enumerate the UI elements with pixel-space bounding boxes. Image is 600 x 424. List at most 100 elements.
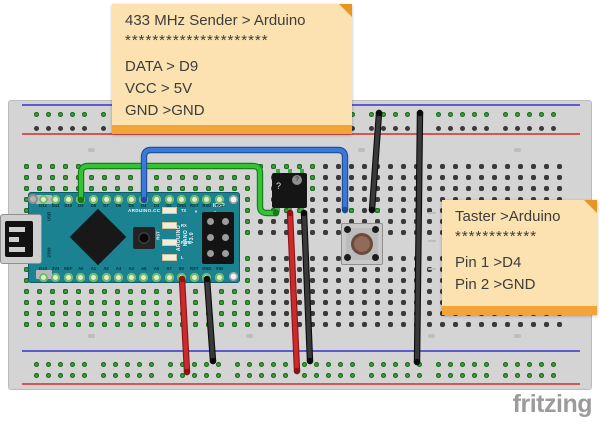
breadboard-hole: [180, 362, 185, 367]
breadboard-hole: [393, 112, 398, 117]
mystery-part-icon: ?: [292, 175, 302, 185]
breadboard-hole: [89, 311, 94, 316]
breadboard-hole: [284, 311, 289, 316]
breadboard-hole: [381, 126, 386, 131]
nano-pin-label: D13: [39, 266, 47, 271]
breadboard-hole: [24, 289, 29, 294]
nano-pin-label: D6: [115, 203, 122, 208]
board-mark: [358, 148, 365, 152]
board-mark: [88, 334, 95, 338]
breadboard-hole: [297, 219, 302, 224]
breadboard-hole: [381, 373, 386, 378]
breadboard-hole: [141, 186, 146, 191]
nano-pin-pad: [38, 272, 48, 282]
breadboard-hole: [24, 164, 29, 169]
breadboard-hole: [518, 164, 523, 169]
breadboard-hole: [232, 322, 237, 327]
nano-led: [162, 207, 177, 214]
breadboard-hole: [349, 289, 354, 294]
breadboard-hole: [388, 230, 393, 235]
breadboard-hole: [50, 322, 55, 327]
breadboard-hole: [128, 300, 133, 305]
nano-pin-label: D11: [51, 203, 60, 208]
breadboard-hole: [460, 362, 465, 367]
nano-pin-pad: [88, 272, 98, 282]
nano-led-label: L: [181, 255, 184, 260]
breadboard-hole: [82, 112, 87, 117]
rf433-sender-module[interactable]: ? ?: [272, 173, 307, 208]
note-433-sender[interactable]: 433 MHz Sender > Arduino ***************…: [112, 4, 352, 134]
breadboard-hole: [472, 112, 477, 117]
breadboard-hole: [388, 311, 393, 316]
breadboard-hole: [284, 267, 289, 272]
breadboard-hole: [259, 373, 264, 378]
breadboard-hole: [258, 230, 263, 235]
breadboard-hole: [297, 289, 302, 294]
breadboard-hole: [204, 362, 209, 367]
breadboard-hole: [102, 164, 107, 169]
breadboard-hole: [515, 126, 520, 131]
breadboard-hole: [362, 219, 367, 224]
breadboard-hole: [193, 164, 198, 169]
breadboard-hole: [128, 186, 133, 191]
breadboard-hole: [284, 300, 289, 305]
breadboard-hole: [338, 373, 343, 378]
breadboard-hole: [401, 256, 406, 261]
breadboard-hole: [314, 362, 319, 367]
breadboard-hole: [503, 362, 508, 367]
breadboard-hole: [417, 126, 422, 131]
breadboard-hole: [401, 230, 406, 235]
nano-led-label: RX: [181, 223, 187, 228]
breadboard-hole: [102, 175, 107, 180]
breadboard-hole: [50, 311, 55, 316]
breadboard-hole: [349, 186, 354, 191]
breadboard-hole: [154, 289, 159, 294]
breadboard-hole: [414, 311, 419, 316]
nano-pin-label: D5: [128, 203, 134, 208]
breadboard-hole: [310, 300, 315, 305]
breadboard-hole: [128, 311, 133, 316]
note-line: DATA > D9: [125, 58, 199, 75]
breadboard-hole: [89, 289, 94, 294]
breadboard-hole: [544, 175, 549, 180]
breadboard-hole: [479, 175, 484, 180]
breadboard-hole: [369, 126, 374, 131]
note-taster[interactable]: Taster >Arduino ************ Pin 1 >D4 P…: [442, 200, 597, 315]
reset-button[interactable]: [133, 227, 155, 249]
breadboard-hole: [436, 373, 441, 378]
breadboard-hole: [505, 186, 510, 191]
breadboard-hole: [283, 362, 288, 367]
nano-pin-label: A1: [90, 266, 97, 271]
breadboard-hole: [393, 126, 398, 131]
breadboard-hole: [336, 208, 341, 213]
breadboard-hole: [336, 164, 341, 169]
nano-led-label: PWR: [181, 240, 191, 245]
breadboard-hole: [414, 278, 419, 283]
nano-pin-pad: [177, 272, 187, 282]
breadboard-hole: [258, 219, 263, 224]
nano-pin-label: A6: [153, 266, 160, 271]
breadboard-hole: [427, 219, 432, 224]
breadboard-hole: [219, 164, 224, 169]
breadboard-hole: [323, 197, 328, 202]
breadboard-hole: [405, 126, 410, 131]
breadboard-hole: [245, 278, 250, 283]
breadboard-hole: [531, 197, 536, 202]
breadboard-hole: [336, 267, 341, 272]
breadboard-hole: [414, 175, 419, 180]
breadboard-hole: [46, 373, 51, 378]
breadboard-hole: [466, 164, 471, 169]
breadboard-hole: [76, 300, 81, 305]
breadboard-hole: [440, 197, 445, 202]
breadboard-hole: [436, 126, 441, 131]
breadboard-hole: [247, 362, 252, 367]
nano-pin-label: A5: [141, 266, 147, 271]
breadboard-hole: [544, 164, 549, 169]
nano-pin-label: A3: [115, 266, 122, 271]
nano-pin-label: RXD: [202, 203, 212, 208]
breadboard-hole: [192, 362, 197, 367]
breadboard-hole: [101, 373, 106, 378]
nano-pin-pad: [38, 194, 48, 204]
breadboard-hole: [381, 362, 386, 367]
breadboard-hole: [82, 362, 87, 367]
